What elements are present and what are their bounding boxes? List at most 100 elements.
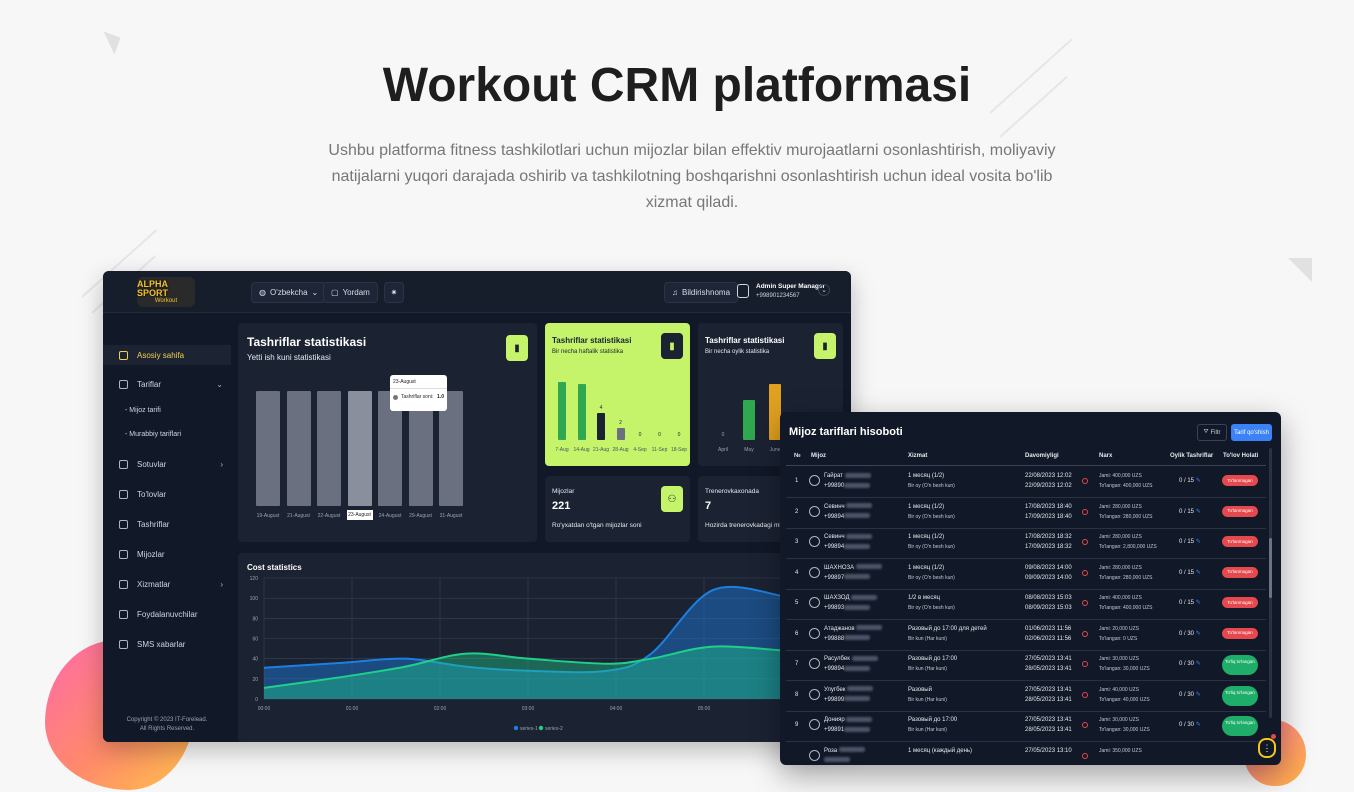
sidebar-item-services[interactable]: Xizmatlar› [103, 574, 231, 594]
support-button[interactable]: ⋮ [1258, 738, 1276, 758]
sidebar-subitem-trainer-tariffs[interactable]: - Murabbiy tariflari [125, 431, 182, 438]
price-total: Jami: 40,000 UZS [1099, 686, 1140, 693]
add-tariff-button[interactable]: Tarif qo'shish [1231, 424, 1272, 441]
client-name: Донияр [824, 717, 845, 723]
row-number: 4 [795, 569, 799, 576]
redacted-text [824, 757, 850, 763]
visits-count: 0 / 30 [1179, 661, 1195, 667]
price-total: Jami: 280,000 UZS [1099, 564, 1142, 571]
chart-bar[interactable] [286, 391, 311, 506]
chart-bar[interactable] [769, 384, 781, 440]
user-menu[interactable]: Admin Super Manager +998901234567 ⌄ [735, 280, 835, 304]
sidebar-item-visits[interactable]: Tashriflar [103, 514, 231, 534]
series-line[interactable] [263, 645, 784, 689]
notifications-button[interactable]: ♫ Bildirishnoma [664, 282, 739, 303]
service-sub: Bir kun (Har kuni) [908, 727, 947, 733]
sidebar-item-clients[interactable]: Mijozlar [103, 544, 231, 564]
date-start: 09/08/2023 14:00 [1025, 564, 1072, 571]
avatar-icon [809, 505, 820, 517]
chart-bar[interactable] [317, 391, 341, 506]
series-line[interactable] [263, 585, 784, 674]
language-select[interactable]: ◍ O'zbekcha ⌄ [251, 282, 327, 303]
edit-icon[interactable]: ✎ [1195, 539, 1201, 545]
price-paid: To'langan: 2,800,000 UZS [1099, 544, 1157, 550]
scrollbar[interactable] [1269, 448, 1272, 718]
filter-button[interactable]: ⛛Filtr [1197, 424, 1227, 441]
sidebar: Asosiy sahifa Tariflar⌄ - Mijoz tarifi -… [103, 313, 231, 742]
column-header: To'lov Holati [1223, 453, 1259, 459]
sidebar-item-home[interactable]: Asosiy sahifa [103, 345, 231, 365]
chart-bar[interactable] [347, 391, 372, 506]
tariff-report-window: Mijoz tariflari hisoboti ⛛Filtr Tarif qo… [780, 412, 1281, 765]
table-row[interactable]: Роза 1 месяц (каждый день)27/05/2023 13:… [786, 742, 1266, 766]
client-phone: +99894 [824, 513, 845, 520]
visits-cell: 0 / 15 ✎ [1179, 537, 1201, 547]
legend-marker[interactable] [513, 725, 519, 731]
legend-label[interactable]: series-2 [545, 726, 563, 732]
sidebar-item-tariffs[interactable]: Tariflar⌄ [103, 374, 231, 394]
date-end: 17/09/2023 18:32 [1025, 544, 1072, 550]
avatar-icon [809, 658, 820, 669]
page-subtitle: Ushbu platforma fitness tashkilotlari uc… [328, 142, 1056, 211]
chart-bar[interactable] [597, 413, 605, 440]
legend-marker[interactable] [538, 725, 544, 731]
edit-icon[interactable]: ✎ [1195, 600, 1201, 606]
user-phone: +998901234567 [756, 293, 800, 299]
avatar-icon [809, 536, 820, 547]
sidebar-item-payments[interactable]: To'lovlar [103, 484, 231, 504]
redacted-text [846, 716, 873, 722]
redacted-text [847, 686, 874, 692]
edit-icon[interactable]: ✎ [1195, 508, 1201, 515]
weekly-visits-card: Tashriflar statistikasi Yetti ish kuni s… [238, 323, 537, 542]
sidebar-item-users[interactable]: Foydalanuvchilar [103, 604, 231, 624]
edit-icon[interactable]: ✎ [1195, 722, 1201, 728]
edit-icon[interactable]: ✎ [1195, 478, 1201, 484]
chart-bar[interactable] [256, 391, 280, 506]
bar-chart-icon[interactable]: ▮ [506, 335, 528, 361]
chart-bar[interactable] [616, 428, 625, 440]
chart-bar[interactable] [558, 382, 566, 440]
redacted-text [844, 543, 871, 549]
theme-toggle-button[interactable]: ✷ [384, 282, 404, 303]
x-tick-label: 22-August [317, 513, 341, 519]
sidebar-item-label: Sotuvlar [137, 459, 167, 469]
chart-bar[interactable] [743, 400, 755, 440]
service-cell: 1 месяц (1/2)Bir oy (O'n besh kun) [908, 532, 955, 552]
sidebar-subitem-client-tariff[interactable]: - Mijoz tarifi [125, 407, 161, 414]
edit-icon[interactable]: ✎ [1195, 661, 1201, 667]
help-button[interactable]: ▢ Yordam [323, 282, 378, 303]
edit-icon[interactable]: ✎ [1195, 630, 1201, 637]
edit-icon[interactable]: ✎ [1195, 569, 1201, 576]
date-end: 28/05/2023 13:41 [1025, 727, 1072, 733]
bar-chart-icon[interactable]: ▮ [661, 333, 683, 359]
price-total: Jami: 400,000 UZS [1099, 473, 1142, 479]
sidebar-item-label: Tariflar [137, 379, 162, 389]
edit-icon[interactable]: ✎ [1195, 691, 1201, 698]
data-label: 0 [677, 432, 681, 438]
client-cell: Роза [824, 746, 865, 766]
status-badge: To'lanmagan [1222, 475, 1258, 486]
series-area [264, 586, 784, 699]
date-end: 02/06/2023 11:56 [1025, 635, 1072, 642]
filter-icon: ⛛ [1203, 429, 1209, 435]
users-icon[interactable]: ⚇ [661, 486, 683, 512]
bar-chart-icon[interactable]: ▮ [814, 333, 836, 359]
y-tick-label: 60 [252, 637, 258, 643]
chart-bar[interactable] [577, 384, 586, 440]
logo[interactable]: ALPHA SPORT Workout [137, 277, 195, 307]
redacted-text [846, 533, 873, 539]
legend-label[interactable]: series-1 [520, 726, 538, 732]
sidebar-item-sales[interactable]: Sotuvlar› [103, 454, 231, 474]
sidebar-item-sms[interactable]: SMS xabarlar [103, 634, 231, 654]
scrollbar-thumb[interactable] [1269, 538, 1272, 598]
